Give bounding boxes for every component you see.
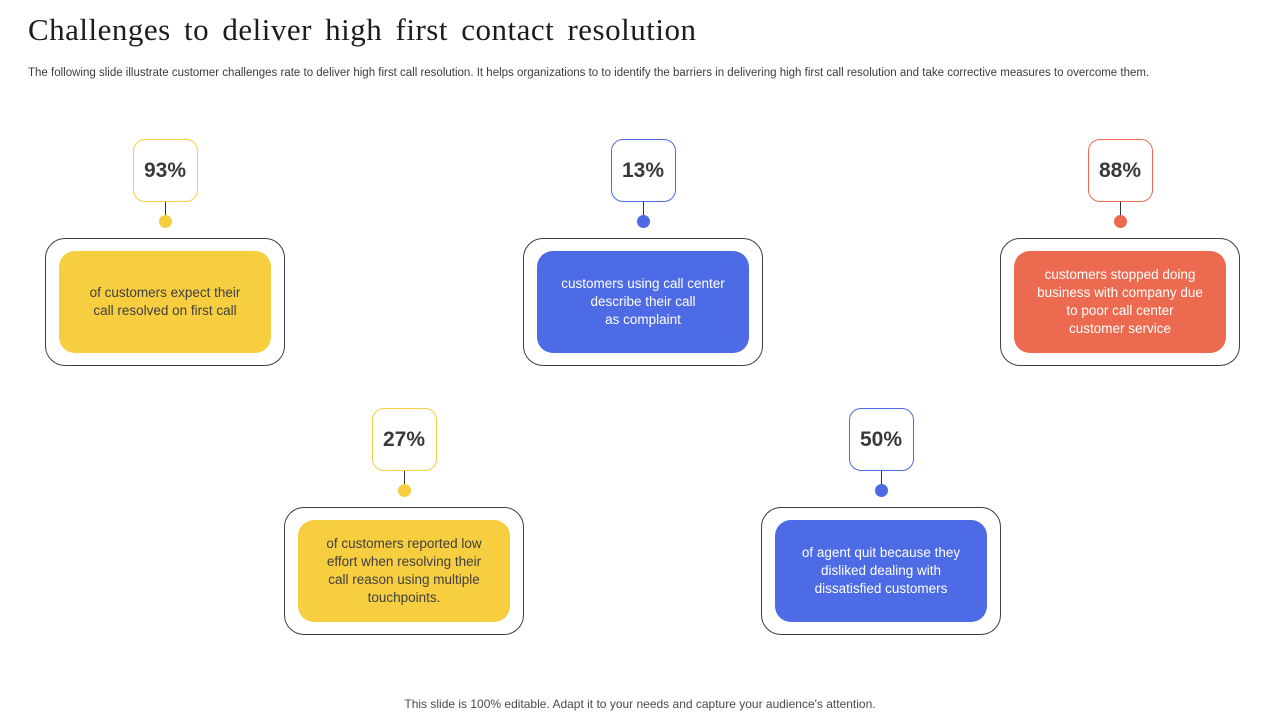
stat-card-text: of customers expect their call resolved … bbox=[89, 285, 241, 318]
stat-group-93: 93% of customers expect their call resol… bbox=[45, 139, 285, 366]
page-title: Challenges to deliver high first contact… bbox=[28, 12, 697, 47]
stat-card-text: of agent quit because they disliked deal… bbox=[801, 545, 961, 596]
stat-group-50: 50% of agent quit because they disliked … bbox=[761, 408, 1001, 635]
stat-card-fill: of customers reported low effort when re… bbox=[298, 520, 510, 622]
stat-card-fill: customers stopped doing business with co… bbox=[1014, 251, 1226, 353]
percentage-value: 88% bbox=[1098, 158, 1142, 182]
connector-dot bbox=[874, 484, 888, 497]
percentage-value: 27% bbox=[382, 427, 426, 451]
stat-group-88: 88% customers stopped doing business wit… bbox=[1000, 139, 1240, 366]
stat-card: customers using call center describe the… bbox=[523, 238, 763, 366]
connector-dot bbox=[1113, 215, 1127, 228]
percentage-value: 50% bbox=[859, 427, 903, 451]
connector-line bbox=[164, 202, 166, 215]
connector-dot bbox=[158, 215, 172, 228]
percentage-badge: 13% bbox=[610, 139, 676, 202]
slide-footer-note: This slide is 100% editable. Adapt it to… bbox=[404, 697, 876, 711]
connector-line bbox=[642, 202, 644, 215]
stat-card: of customers reported low effort when re… bbox=[284, 507, 524, 635]
connector-line bbox=[403, 471, 405, 484]
connector-line bbox=[880, 471, 882, 484]
percentage-value: 93% bbox=[143, 158, 187, 182]
stat-card-text: customers stopped doing business with co… bbox=[1037, 267, 1203, 336]
stat-card-fill: of customers expect their call resolved … bbox=[59, 251, 271, 353]
percentage-value: 13% bbox=[621, 158, 665, 182]
stat-card: of customers expect their call resolved … bbox=[45, 238, 285, 366]
connector-dot bbox=[397, 484, 411, 497]
stat-card-fill: customers using call center describe the… bbox=[537, 251, 749, 353]
percentage-badge: 50% bbox=[848, 408, 914, 471]
stat-card: customers stopped doing business with co… bbox=[1000, 238, 1240, 366]
percentage-badge: 88% bbox=[1087, 139, 1153, 202]
stat-group-27: 27% of customers reported low effort whe… bbox=[284, 408, 524, 635]
percentage-badge: 27% bbox=[371, 408, 437, 471]
percentage-badge: 93% bbox=[132, 139, 198, 202]
slide-subtitle: The following slide illustrate customer … bbox=[28, 67, 1150, 79]
stat-group-13: 13% customers using call center describe… bbox=[523, 139, 763, 366]
connector-dot bbox=[636, 215, 650, 228]
stat-card-text: customers using call center describe the… bbox=[561, 276, 725, 327]
stat-card-fill: of agent quit because they disliked deal… bbox=[775, 520, 987, 622]
connector-line bbox=[1119, 202, 1121, 215]
stat-card-text: of customers reported low effort when re… bbox=[326, 536, 482, 605]
stat-card: of agent quit because they disliked deal… bbox=[761, 507, 1001, 635]
